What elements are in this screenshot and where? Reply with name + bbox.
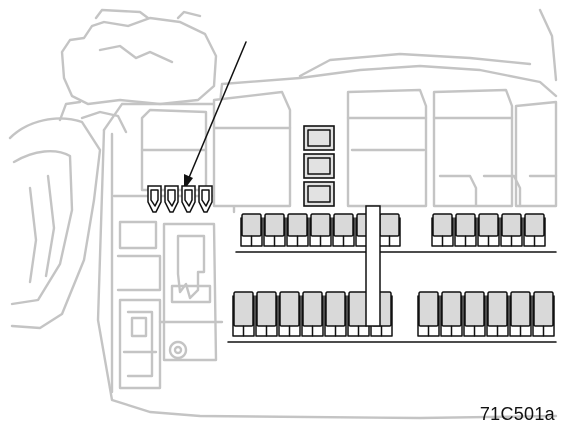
fuse	[333, 213, 354, 237]
fuse	[302, 291, 323, 327]
background-outline	[8, 8, 558, 420]
fuse	[418, 291, 439, 327]
small-fuse-detail	[184, 189, 193, 207]
fuse	[256, 291, 277, 327]
small-fuse-detail	[167, 189, 176, 207]
fuse	[464, 291, 485, 327]
fuse	[325, 291, 346, 327]
fuse	[279, 291, 300, 327]
relay-inner	[307, 157, 331, 175]
fuse	[379, 213, 400, 237]
relay-inner	[307, 185, 331, 203]
fuse	[478, 213, 499, 237]
fuse	[510, 291, 531, 327]
fuse	[287, 213, 308, 237]
fuse	[348, 291, 369, 327]
fuse	[455, 213, 476, 237]
relay-stack	[303, 125, 335, 207]
fuse	[241, 213, 262, 237]
fuse	[432, 213, 453, 237]
fuse	[501, 213, 522, 237]
lower-fuse-row	[227, 291, 557, 343]
fuse	[264, 213, 285, 237]
center-divider-bar	[365, 205, 381, 327]
small-fuse-detail	[201, 189, 210, 207]
relay-inner	[307, 129, 331, 147]
figure-code-label: 71C501a	[479, 404, 555, 424]
fuse	[310, 213, 331, 237]
small-fuse-detail	[150, 189, 159, 207]
upper-fuse-row	[235, 213, 557, 253]
fuse	[441, 291, 462, 327]
fuse	[524, 213, 545, 237]
fuse	[487, 291, 508, 327]
fuse	[533, 291, 554, 327]
small-fuse-group	[147, 185, 213, 213]
fuse	[233, 291, 254, 327]
